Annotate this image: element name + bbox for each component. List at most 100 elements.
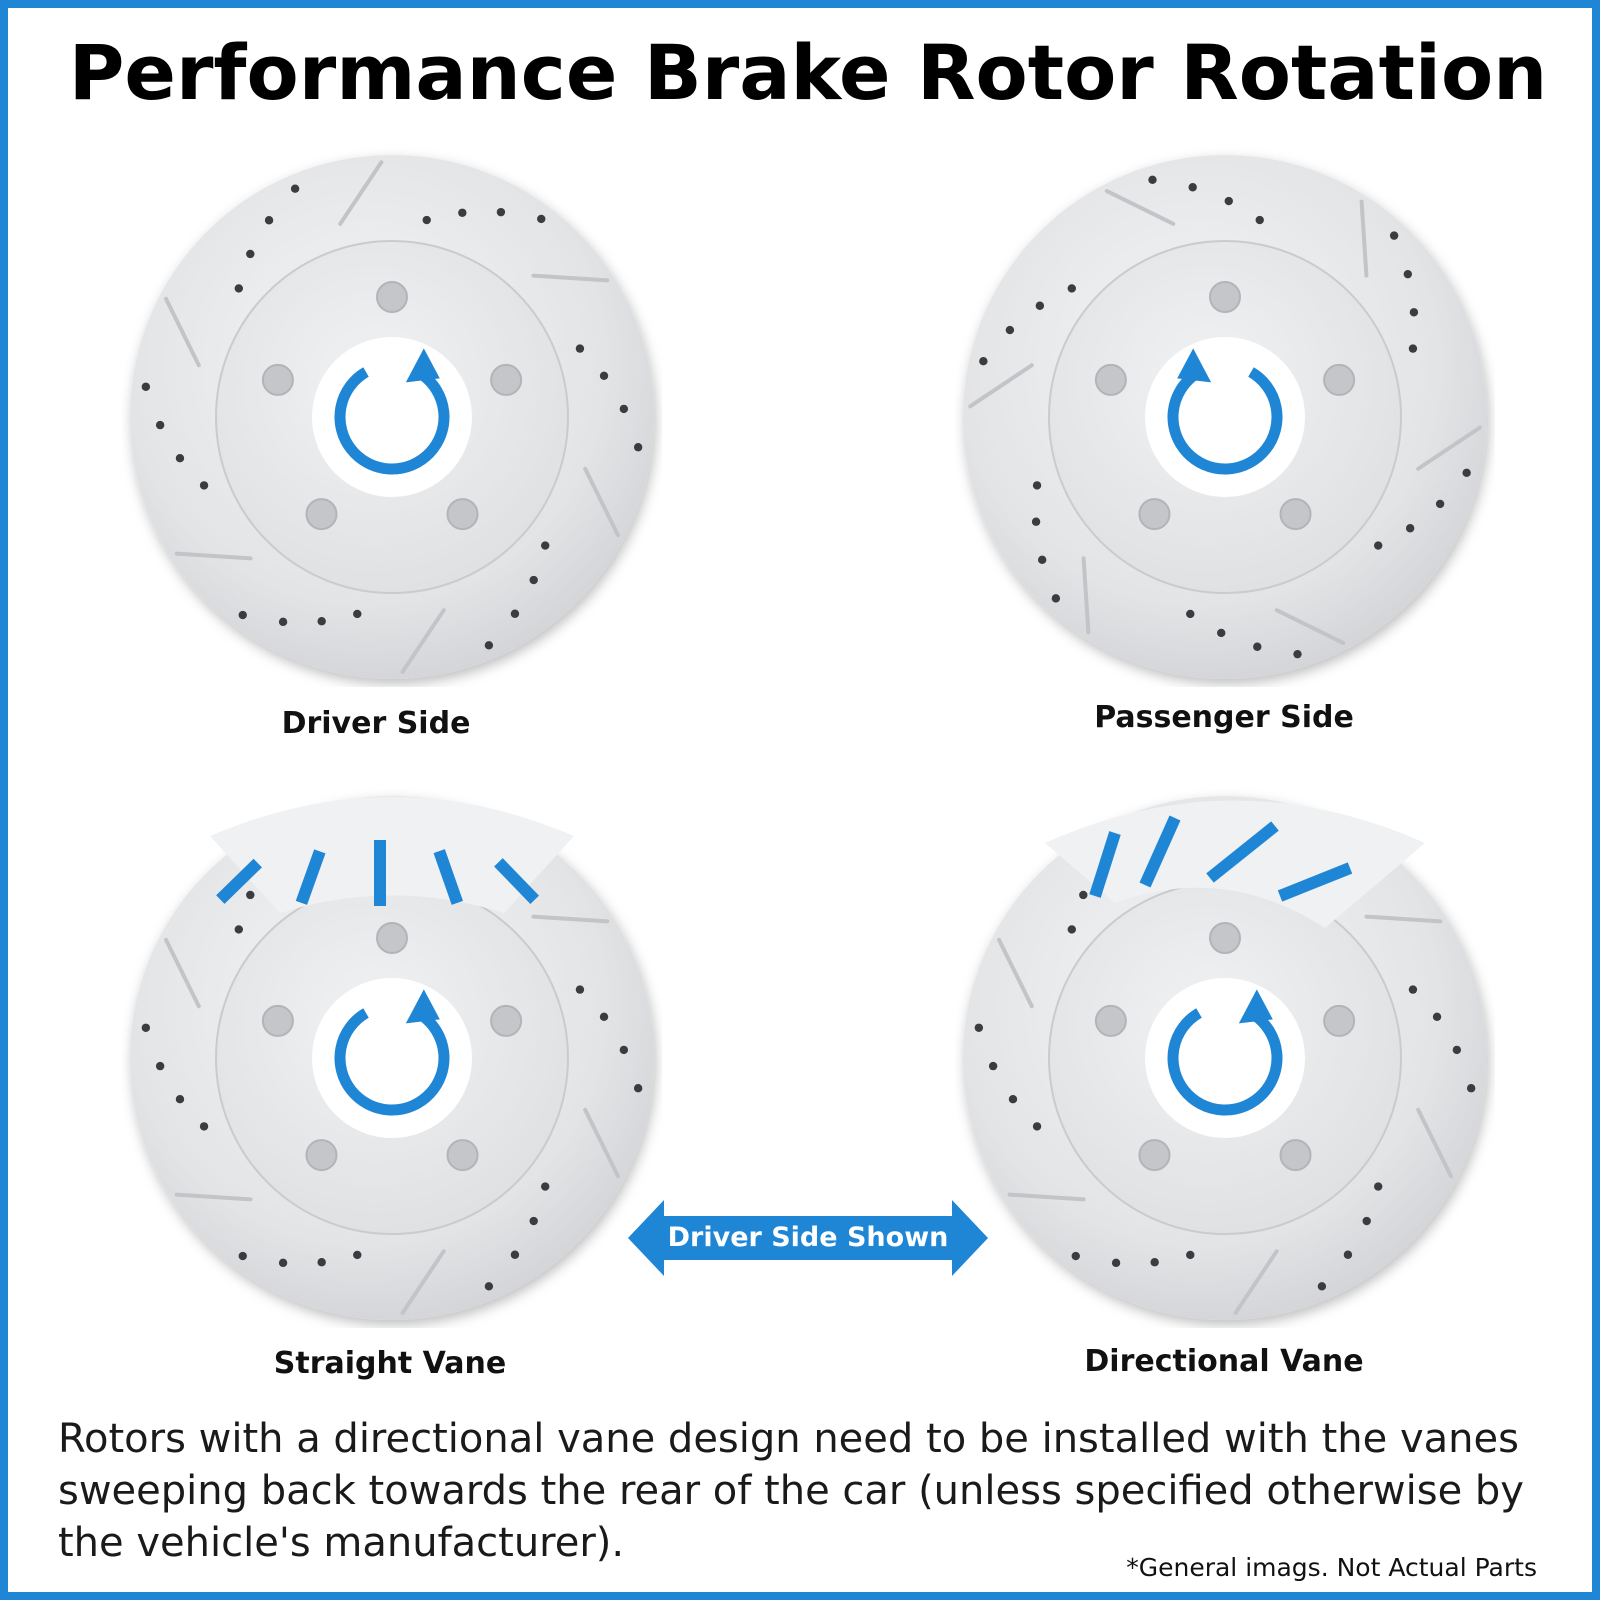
lug-hole — [305, 1139, 338, 1172]
rotor-driver-side — [130, 155, 654, 679]
clockwise-arrow-icon — [334, 348, 450, 475]
rotor-drill-hole — [1031, 517, 1041, 526]
rotor-drill-hole — [141, 1023, 151, 1032]
rotor-slot — [1416, 1107, 1453, 1179]
rotor-drill-hole — [1186, 1250, 1195, 1260]
rotor-slot — [1233, 1249, 1279, 1315]
rotor-drill-hole — [175, 1095, 185, 1104]
rotor-slot — [174, 1192, 253, 1202]
double-arrow-icon — [628, 1200, 988, 1276]
rotor-slot — [338, 160, 384, 226]
rotor-drill-hole — [278, 617, 288, 627]
rotor-slot — [1081, 556, 1091, 635]
driver-side-shown-arrow: Driver Side Shown — [628, 1200, 988, 1276]
lug-hole — [1323, 1004, 1356, 1037]
rotor-slot — [164, 937, 201, 1009]
lug-hole — [376, 281, 408, 313]
rotor-drill-hole — [619, 1045, 629, 1055]
label-driver-side: Driver Side — [281, 706, 471, 741]
rotor-drill-hole — [1253, 642, 1262, 651]
rotor-drill-hole — [234, 925, 243, 934]
rotor-slot — [583, 466, 620, 538]
rotor-slot — [1364, 914, 1443, 924]
rotor-slot — [1274, 608, 1346, 645]
rotor-drill-hole — [510, 609, 520, 618]
lug-hole — [305, 498, 338, 531]
lug-hole — [1279, 498, 1312, 531]
rotor-drill-hole — [484, 641, 494, 650]
rotor-drill-hole — [1362, 1216, 1371, 1226]
lug-hole — [1138, 498, 1171, 531]
rotor-drill-hole — [1148, 175, 1157, 185]
rotor-drill-hole — [1051, 594, 1061, 603]
lug-hole — [446, 498, 479, 531]
lug-hole — [376, 922, 408, 954]
rotor-drill-hole — [199, 481, 209, 490]
rotor-drill-hole — [633, 1084, 643, 1093]
rotor-drill-hole — [575, 344, 585, 353]
clockwise-arrow-icon — [1167, 989, 1283, 1116]
rotor-slot — [1416, 425, 1482, 471]
rotor-drill-hole — [575, 985, 585, 994]
lug-hole — [490, 1004, 523, 1037]
rotor-passenger-side — [963, 155, 1487, 679]
rotor-slot — [164, 296, 201, 368]
rotor-drill-hole — [246, 249, 255, 259]
rotor-drill-hole — [1032, 1122, 1042, 1131]
rotor-slot — [400, 1249, 446, 1315]
rotor-drill-hole — [1374, 541, 1383, 550]
rotor-drill-hole — [317, 617, 326, 626]
lug-hole — [1209, 922, 1241, 954]
rotor-slot — [968, 363, 1034, 409]
rotor-drill-hole — [175, 454, 185, 463]
rotor-drill-hole — [1067, 925, 1076, 934]
rotor-drill-hole — [1317, 1282, 1327, 1291]
rotor-drill-hole — [510, 1250, 520, 1259]
rotor-drill-hole — [1037, 555, 1047, 565]
rotor-drill-hole — [979, 357, 988, 366]
rotor-drill-hole — [1150, 1258, 1159, 1267]
rotor-drill-hole — [619, 404, 629, 414]
rotor-drill-hole — [1186, 609, 1195, 619]
vane-window — [210, 797, 574, 913]
rotor-drill-hole — [1409, 308, 1419, 317]
rotor-drill-hole — [1035, 301, 1045, 310]
rotor-drill-hole — [1079, 890, 1088, 900]
straight-vane-mark — [494, 858, 540, 904]
directional-vane-mark — [1206, 821, 1279, 883]
rotor-slot — [1359, 199, 1369, 278]
rotor-drill-hole — [1343, 1250, 1353, 1259]
rotor-drill-hole — [1067, 284, 1076, 293]
rotor-directional-vane — [963, 796, 1487, 1320]
rotor-drill-hole — [1374, 1182, 1383, 1191]
description-text: Rotors with a directional vane design ne… — [58, 1416, 1524, 1566]
straight-vane-mark — [295, 849, 326, 905]
rotor-drill-hole — [1032, 481, 1042, 490]
lug-hole — [1094, 363, 1127, 396]
counterclockwise-arrow-icon — [1167, 348, 1283, 475]
rotor-drill-hole — [353, 609, 362, 619]
lug-hole — [446, 1139, 479, 1172]
rotor-drill-hole — [278, 1258, 288, 1268]
rotor-slot — [400, 608, 446, 674]
rotor-drill-hole — [246, 890, 255, 900]
rotor-drill-hole — [1111, 1258, 1121, 1268]
page-title: Performance Brake Rotor Rotation — [68, 28, 1548, 117]
rotor-drill-hole — [1405, 524, 1415, 533]
lug-hole — [261, 1004, 294, 1037]
rotor-slot — [1007, 1192, 1086, 1202]
straight-vane-mark — [433, 849, 464, 905]
rotor-drill-hole — [496, 207, 506, 217]
label-directional-vane: Directional Vane — [1084, 1344, 1364, 1379]
rotor-slot — [997, 937, 1034, 1009]
rotor-drill-hole — [1217, 628, 1226, 638]
lug-hole — [1094, 1004, 1127, 1037]
rotor-drill-hole — [290, 184, 300, 193]
rotor-drill-hole — [264, 216, 274, 225]
rotor-slot — [531, 273, 610, 283]
label-passenger-side: Passenger Side — [1094, 700, 1354, 735]
rotor-drill-hole — [1452, 1045, 1462, 1055]
rotor-drill-hole — [1293, 649, 1302, 659]
rotor-slot — [1104, 189, 1176, 226]
